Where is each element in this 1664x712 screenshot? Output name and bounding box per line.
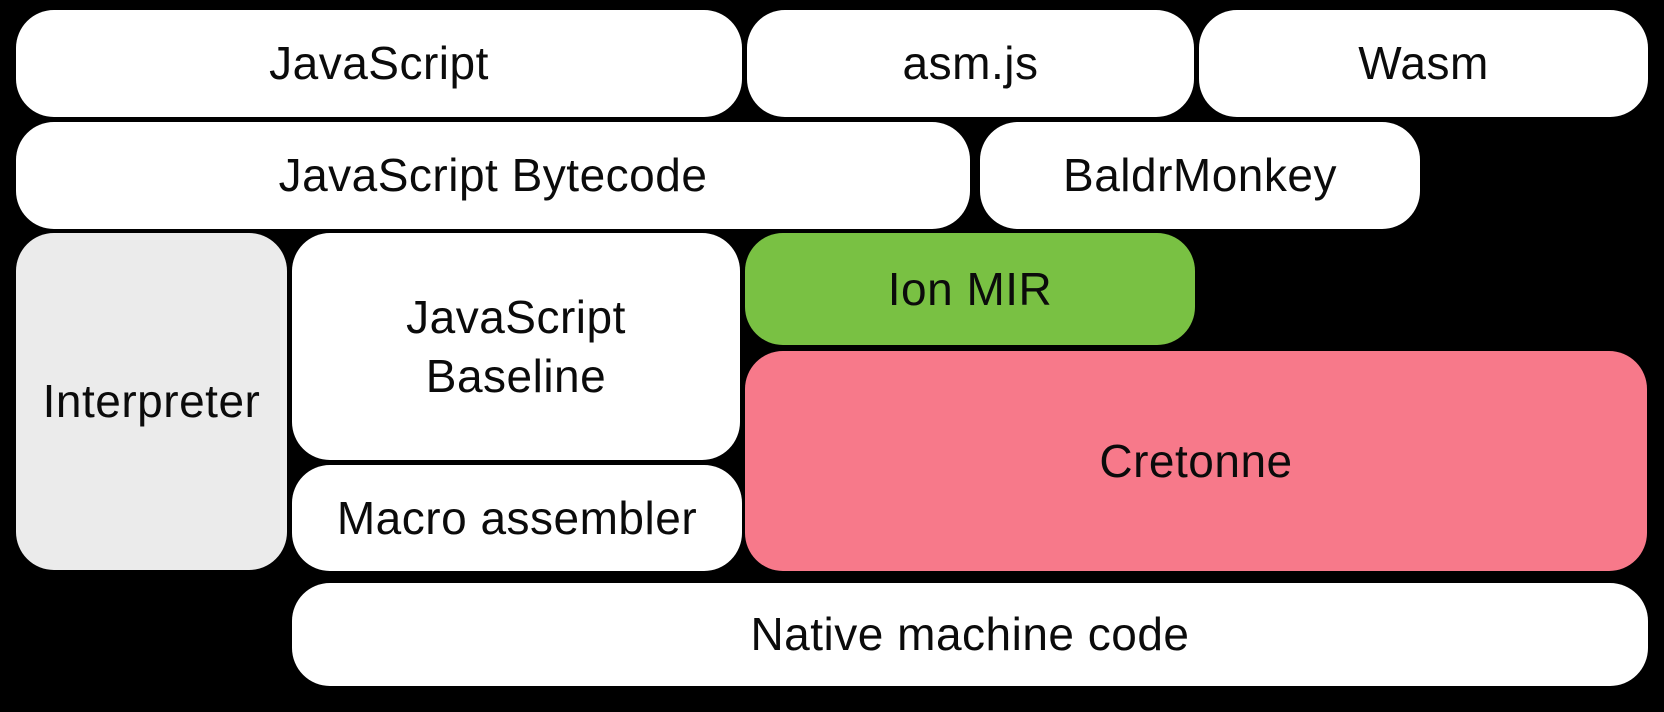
box-macro-assembler-label: Macro assembler bbox=[336, 491, 698, 544]
box-javascript-baseline-line2: Baseline bbox=[425, 349, 607, 402]
box-interpreter-label: Interpreter bbox=[42, 375, 261, 428]
box-baldrmonkey: BaldrMonkey bbox=[980, 122, 1420, 229]
box-asmjs-label: asm.js bbox=[902, 37, 1039, 90]
box-macro-assembler: Macro assembler bbox=[292, 465, 742, 571]
box-native-machine-code: Native machine code bbox=[292, 583, 1648, 686]
box-javascript-bytecode: JavaScript Bytecode bbox=[16, 122, 970, 229]
box-cretonne-label: Cretonne bbox=[1099, 434, 1293, 487]
box-javascript-bytecode-label: JavaScript Bytecode bbox=[278, 149, 708, 202]
box-cretonne: Cretonne bbox=[745, 351, 1647, 571]
box-wasm-label: Wasm bbox=[1358, 37, 1489, 90]
box-ion-mir: Ion MIR bbox=[745, 233, 1195, 345]
box-javascript: JavaScript bbox=[16, 10, 742, 117]
box-javascript-baseline-line1: JavaScript bbox=[406, 290, 626, 343]
box-baldrmonkey-label: BaldrMonkey bbox=[1063, 149, 1337, 202]
box-native-machine-code-label: Native machine code bbox=[750, 608, 1190, 661]
box-asmjs: asm.js bbox=[747, 10, 1194, 117]
box-wasm: Wasm bbox=[1199, 10, 1648, 117]
box-javascript-baseline: JavaScript Baseline bbox=[292, 233, 740, 460]
box-javascript-baseline-label: JavaScript Baseline bbox=[406, 288, 626, 406]
box-javascript-label: JavaScript bbox=[269, 37, 489, 90]
box-ion-mir-label: Ion MIR bbox=[887, 262, 1053, 315]
box-interpreter: Interpreter bbox=[16, 233, 287, 570]
